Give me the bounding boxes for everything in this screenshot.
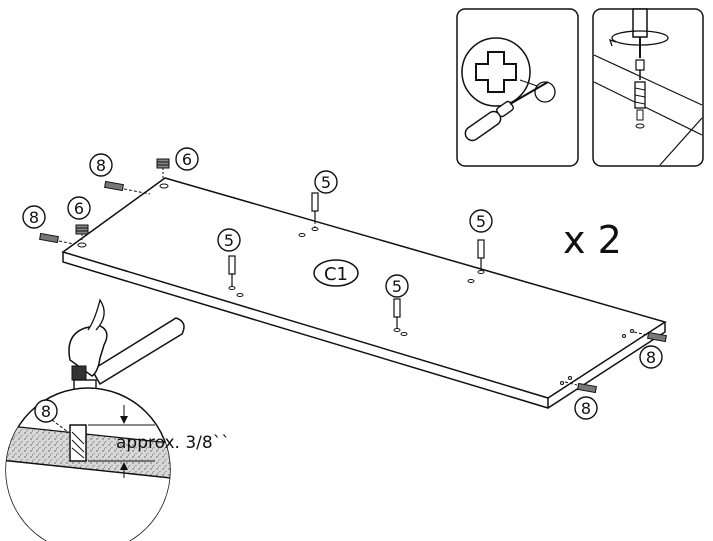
cam-bolt-icon	[634, 59, 646, 129]
part-label-dowel: 8	[22, 205, 46, 229]
panel-holes	[77, 183, 634, 385]
cam-bolt	[477, 239, 485, 274]
inset-cam-bolt	[592, 8, 704, 167]
panel	[61, 177, 667, 409]
inset-screwdriver	[456, 8, 579, 167]
part-label-cam-bolt: 5	[217, 228, 241, 252]
dowel-icon	[564, 381, 597, 394]
svg-text:5: 5	[476, 212, 486, 231]
part-label-dowel: 8	[574, 396, 598, 420]
phillips-head-icon	[461, 37, 531, 107]
part-label-dowel: 8	[89, 153, 113, 177]
panel-label: C1	[313, 259, 359, 287]
part-label-cam-lock: 6	[67, 196, 91, 220]
part-label-dowel: 8	[639, 345, 663, 369]
part-label-cam-bolt: 5	[314, 170, 338, 194]
svg-text:8: 8	[41, 402, 51, 421]
cam-bolt	[393, 298, 401, 332]
dowel-icon	[104, 180, 151, 195]
dowel-icon	[39, 232, 75, 245]
svg-text:8: 8	[646, 348, 656, 367]
cam-lock-icon	[75, 224, 89, 242]
part-label-cam-lock: 6	[175, 147, 199, 171]
quantity-label: x 2	[563, 218, 622, 262]
svg-text:5: 5	[224, 231, 234, 250]
cam-bolt	[311, 192, 319, 231]
dowel-icon	[633, 331, 667, 343]
svg-text:6: 6	[182, 150, 192, 169]
svg-text:8: 8	[96, 156, 106, 175]
hammer-icon	[68, 298, 185, 413]
part-label-cam-bolt: 5	[469, 209, 493, 233]
cam-bolt	[228, 255, 236, 290]
cam-lock-icon	[156, 158, 170, 180]
zoom-detail	[5, 387, 171, 541]
part-label-cam-bolt: 5	[385, 274, 409, 298]
svg-text:8: 8	[29, 208, 39, 227]
svg-text:5: 5	[392, 277, 402, 296]
svg-text:C1: C1	[324, 264, 348, 285]
svg-text:5: 5	[321, 173, 331, 192]
part-label-dowel: 8	[34, 399, 58, 423]
svg-text:8: 8	[581, 399, 591, 418]
screwdriver-icon	[464, 81, 549, 142]
svg-text:6: 6	[74, 199, 84, 218]
depth-note: approx. 3/8``	[116, 433, 230, 453]
